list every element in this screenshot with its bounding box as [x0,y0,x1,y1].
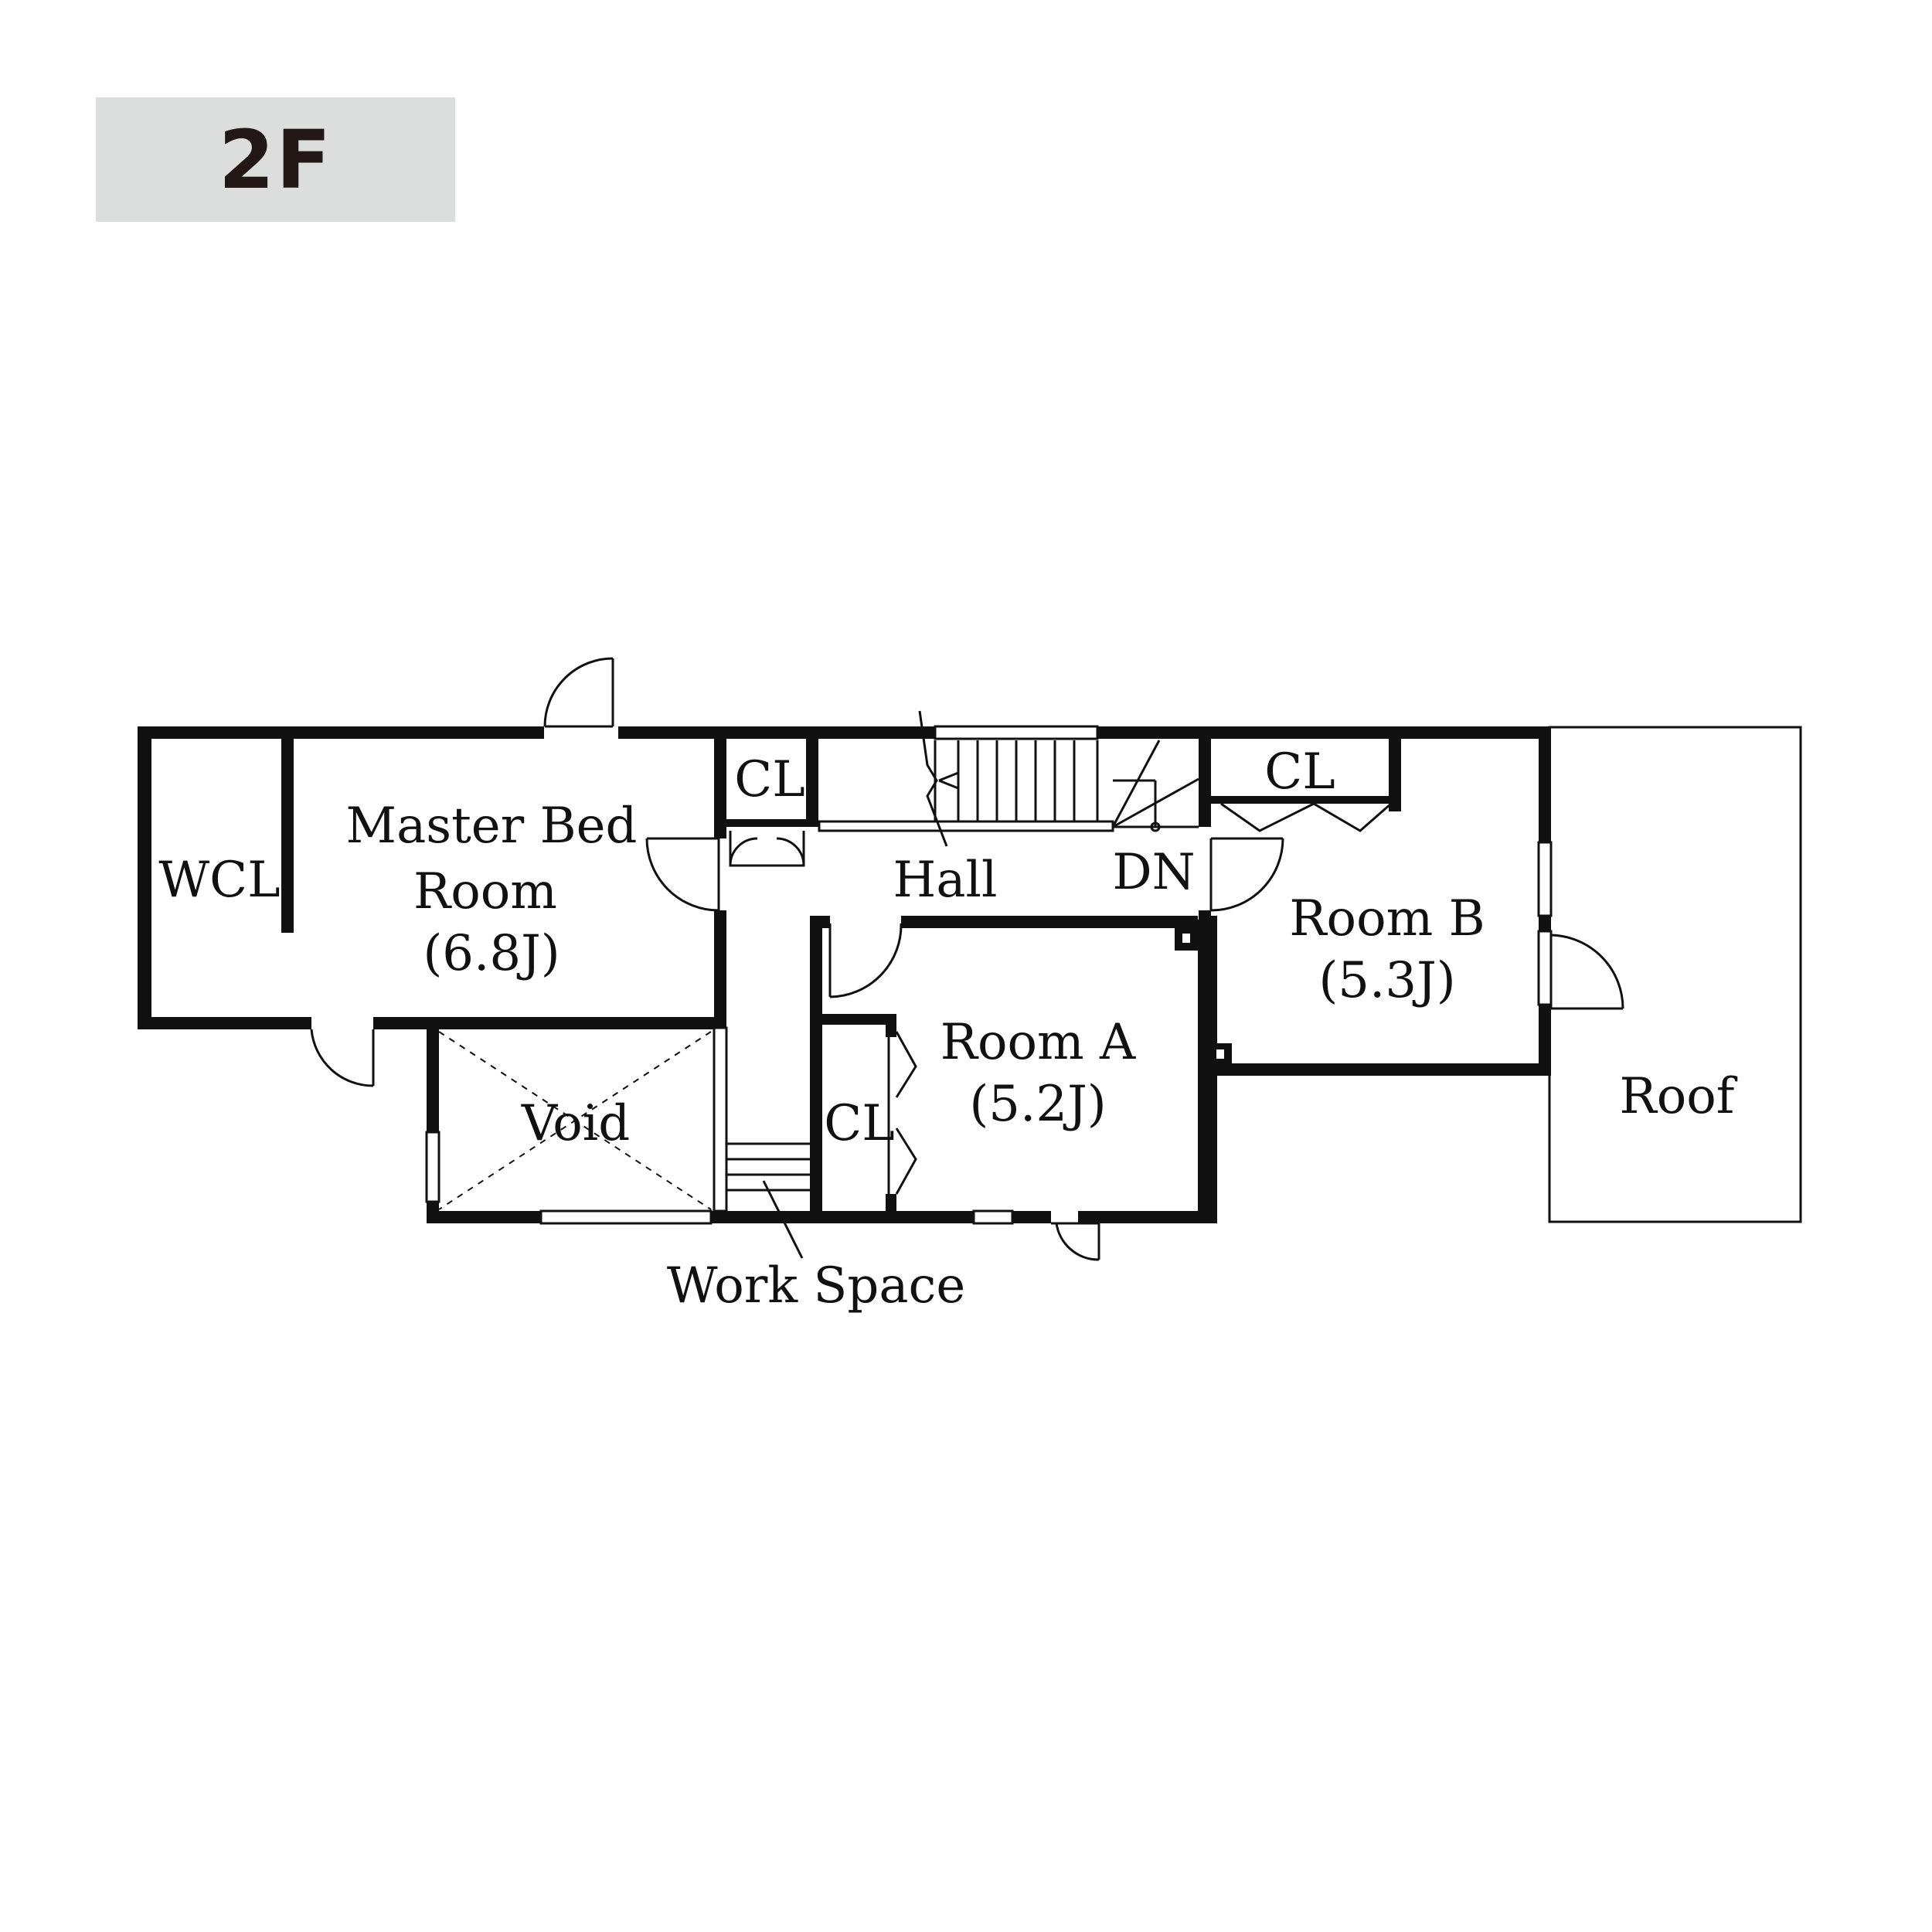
room-a-size: (5.2J) [969,1076,1106,1133]
dn-label: DN [1112,844,1195,901]
master-bed-label-line2: Room [413,863,557,920]
master-bed-label-line1: Master Bed [346,798,638,855]
staircase [726,710,1199,1259]
wcl-label: WCL [158,852,280,909]
roof-outline [1548,726,1802,1223]
cl-upper-left-label: CL [734,751,804,808]
cl-upper-right-label: CL [1264,743,1335,801]
hall-label: Hall [893,852,998,909]
floor-label: 2F [218,112,333,207]
master-bed-size: (6.8J) [423,925,560,982]
doors [310,657,1624,1261]
windows [425,725,1553,1225]
column-notches [1182,934,1224,1059]
roof-label: Roof [1620,1068,1738,1125]
void-cross [438,1031,712,1210]
room-b-size: (5.3J) [1318,952,1455,1009]
room-b-label: Room B [1289,890,1485,947]
walls [138,726,1551,1223]
floor-badge: 2F [96,97,455,222]
work-space-label: Work Space [667,1257,965,1315]
cl-room-a-label: CL [824,1095,894,1152]
room-a-label: Room A [940,1014,1136,1071]
void-label: Void [521,1095,630,1152]
